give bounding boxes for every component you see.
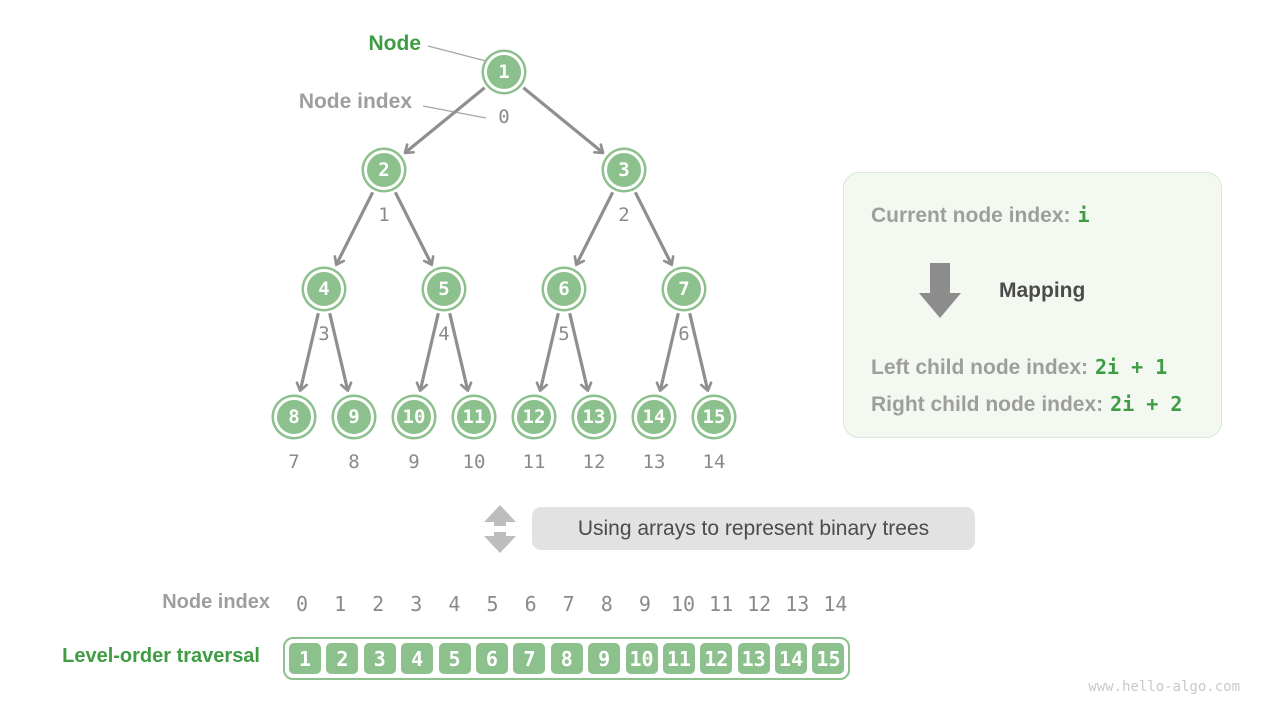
array-cell: 9 (586, 641, 623, 676)
left-child-index-label: Left child node index: (871, 356, 1089, 379)
tree-node: 8 (274, 397, 314, 437)
array-cell: 6 (473, 641, 510, 676)
array-cell: 14 (773, 641, 810, 676)
tree-node-index: 14 (702, 451, 726, 473)
tree-node-index: 7 (288, 451, 300, 473)
down-arrow-icon (919, 263, 961, 318)
array-cell: 11 (660, 641, 697, 676)
tree-node: 2 (364, 150, 404, 190)
tree-edge (415, 312, 440, 393)
array-cell: 10 (623, 641, 660, 676)
node-label-pointer-line (427, 45, 487, 62)
tree-node: 10 (394, 397, 434, 437)
tree-edge (535, 312, 560, 393)
tree-node-index: 12 (582, 451, 606, 473)
current-node-index-line: Current node index: i (871, 203, 1090, 228)
tree-node-index: 6 (678, 323, 690, 345)
level-order-traversal-label: Level-order traversal (62, 645, 260, 667)
right-child-index-label: Right child node index: (871, 393, 1104, 416)
array-index: 5 (486, 592, 499, 616)
array-index: 9 (638, 592, 651, 616)
array-index: 4 (448, 592, 461, 616)
right-child-index-value: 2i + 2 (1110, 392, 1183, 416)
tree-node: 6 (544, 269, 584, 309)
array-index: 7 (562, 592, 575, 616)
array-cell: 3 (361, 641, 398, 676)
array-cell: 7 (511, 641, 548, 676)
array-representation-caption: Using arrays to represent binary trees (532, 507, 975, 550)
array-index: 0 (295, 592, 309, 616)
array-cell: 8 (548, 641, 585, 676)
tree-edge (573, 191, 615, 267)
tree-node-index: 2 (618, 204, 630, 226)
array-cell: 2 (324, 641, 361, 676)
watermark: www.hello-algo.com (1088, 679, 1240, 695)
array-index-label: Node index (162, 591, 270, 613)
current-node-index-value: i (1077, 203, 1090, 227)
array-cell: 13 (735, 641, 772, 676)
tree-edge (328, 312, 353, 393)
array-cell: 4 (399, 641, 436, 676)
tree-edge (448, 312, 473, 393)
node-index-label: Node index (298, 90, 412, 113)
tree-edge (403, 86, 486, 155)
right-child-index-line: Right child node index: 2i + 2 (871, 392, 1182, 417)
tree-node: 3 (604, 150, 644, 190)
tree-edge (655, 312, 680, 393)
tree-edge (333, 191, 375, 267)
array-index: 1 (334, 592, 347, 616)
array-index: 2 (372, 592, 385, 616)
tree-node: 4 (304, 269, 344, 309)
array-cell: 1 (287, 641, 323, 676)
array-index: 11 (709, 592, 734, 616)
tree-node-index: 5 (558, 323, 570, 345)
array-cell: 5 (436, 641, 473, 676)
tree-node-index: 8 (348, 451, 360, 473)
tree-edge (393, 191, 435, 267)
tree-node-index: 10 (462, 451, 486, 473)
tree-node: 13 (574, 397, 614, 437)
node-index-label-pointer-line (422, 105, 487, 119)
tree-node: 7 (664, 269, 704, 309)
mapping-box: Current node index: i Mapping Left child … (843, 172, 1222, 438)
array-index: 6 (524, 592, 537, 616)
tree-node-index: 13 (642, 451, 666, 473)
tree-node-index: 11 (522, 451, 546, 473)
tree-node-index: 9 (408, 451, 420, 473)
array-cell: 15 (810, 641, 847, 676)
array-index: 14 (823, 592, 848, 616)
tree-edge (522, 86, 605, 155)
tree-node: 11 (454, 397, 494, 437)
tree-node-index: 4 (438, 323, 450, 345)
array-index: 13 (785, 592, 810, 616)
mapping-label: Mapping (999, 279, 1086, 302)
tree-node-index: 3 (318, 323, 330, 345)
tree-edge (568, 312, 593, 393)
array-index: 12 (747, 592, 772, 616)
left-child-index-value: 2i + 1 (1095, 355, 1168, 379)
current-node-index-label: Current node index: (871, 204, 1071, 227)
up-down-arrow-icon (484, 505, 516, 553)
left-child-index-line: Left child node index: 2i + 1 (871, 355, 1167, 380)
tree-node-index: 1 (378, 204, 390, 226)
tree-edge (633, 191, 675, 267)
tree-node: 5 (424, 269, 464, 309)
tree-node-index: 0 (498, 106, 510, 128)
tree-edge (295, 312, 320, 393)
array-cell: 12 (698, 641, 735, 676)
array-index: 10 (670, 592, 696, 616)
tree-edge (688, 312, 713, 393)
tree-node: 9 (334, 397, 374, 437)
array-index: 3 (410, 592, 423, 616)
tree-node: 12 (514, 397, 554, 437)
tree-node: 15 (694, 397, 734, 437)
node-label: Node (368, 32, 422, 55)
tree-node: 1 (484, 52, 524, 92)
tree-node: 14 (634, 397, 674, 437)
array-index: 8 (600, 592, 613, 616)
